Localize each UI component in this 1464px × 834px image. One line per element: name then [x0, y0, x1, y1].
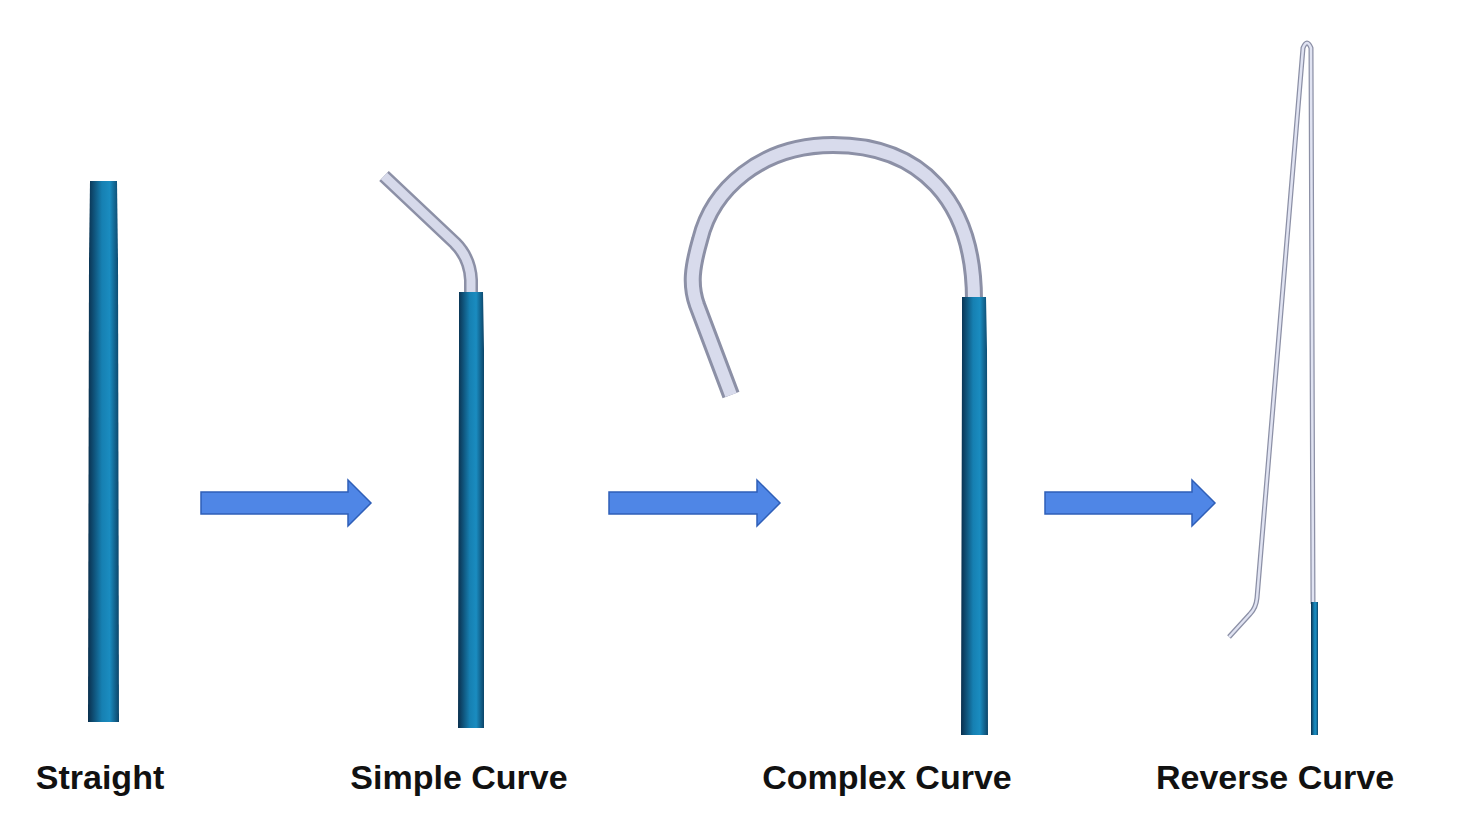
- step-arrows: [201, 480, 1215, 526]
- simple-curve-catheter: [384, 176, 484, 728]
- stage-label: Straight: [36, 760, 164, 794]
- complex-curve-catheter: [693, 145, 988, 735]
- straight-catheter: [88, 181, 119, 722]
- stage-label: Simple Curve: [350, 760, 567, 794]
- stage-label: Reverse Curve: [1156, 760, 1394, 794]
- stage-label: Complex Curve: [762, 760, 1011, 794]
- reverse-curve-catheter: [1229, 43, 1318, 735]
